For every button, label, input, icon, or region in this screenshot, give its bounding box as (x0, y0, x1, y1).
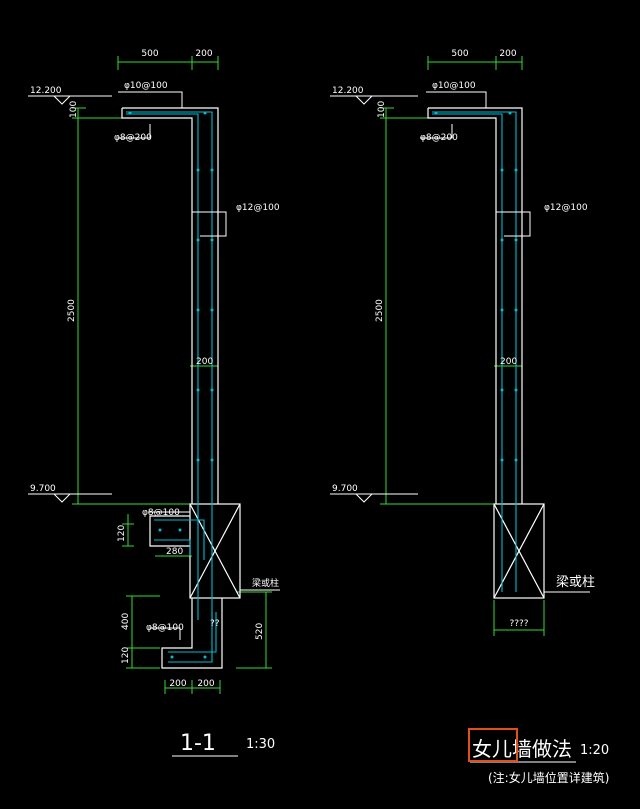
rebar-vertical-label: φ12@100 (236, 203, 280, 213)
left-concrete-outline (121, 107, 241, 669)
r-dim-100: 100 (377, 101, 387, 118)
r-dim-mid: 200 (500, 357, 517, 367)
dim-280: 280 (166, 547, 183, 557)
dim-120a: 120 (117, 525, 127, 542)
right-elevation-markers (330, 95, 418, 503)
r-rebar-vertical-label: φ12@100 (544, 203, 588, 213)
r-dim-top-b: 200 (499, 49, 516, 59)
right-rebar-dots (434, 111, 518, 462)
right-labels: 500 200 φ10@100 12.200 100 φ8@200 φ12@10… (332, 49, 595, 629)
beam-column-label: 梁或柱 (252, 577, 279, 589)
left-dimension-lines (72, 56, 272, 694)
left-rebar-dots (128, 111, 214, 659)
rebar-lower-label: φ8@100 (146, 623, 184, 633)
elevation-bottom: 9.700 (30, 484, 56, 494)
dim-bottom-b: 200 (197, 679, 214, 689)
detail-scale: 1:20 (580, 743, 609, 758)
right-concrete-outline (427, 107, 545, 599)
dim-120b: 120 (121, 647, 131, 664)
left-title-block: 1-1 1:30 (172, 731, 275, 757)
section-scale: 1:30 (246, 737, 275, 752)
dim-top-b: 200 (195, 49, 212, 59)
left-labels: 500 200 φ10@100 12.200 100 φ8@200 φ12@10… (30, 49, 280, 689)
section-1-1-drawing (28, 56, 280, 694)
dim-top-a: 500 (141, 49, 158, 59)
rebar-top-label: φ10@100 (124, 81, 168, 91)
elevation-top: 12.200 (30, 86, 62, 96)
title-highlight-box (468, 728, 518, 762)
left-elevation-markers (28, 95, 112, 503)
r-elevation-top: 12.200 (332, 86, 364, 96)
dim-100: 100 (69, 101, 79, 118)
parapet-detail-drawing (330, 56, 590, 636)
detail-title: 女儿墙做法 (472, 737, 572, 761)
r-elevation-bottom: 9.700 (332, 484, 358, 494)
dim-520: 520 (255, 623, 265, 640)
r-dim-height: 2500 (375, 299, 385, 322)
dim-mid: 200 (196, 357, 213, 367)
r-dim-bottom: ???? (509, 619, 528, 629)
section-title: 1-1 (180, 731, 216, 756)
rebar-ledge-label: φ8@100 (142, 508, 180, 518)
r-dim-top-a: 500 (451, 49, 468, 59)
right-rebar (432, 111, 517, 592)
right-title-block: 女儿墙做法 1:20 (注:女儿墙位置详建筑) (470, 737, 609, 785)
dim-height: 2500 (67, 299, 77, 322)
dim-400: 400 (121, 613, 131, 630)
rebar-horizontal-label: φ8@200 (114, 133, 152, 143)
dim-unknown: ?? (210, 619, 220, 629)
r-beam-column-label: 梁或柱 (556, 575, 595, 590)
r-rebar-horizontal-label: φ8@200 (420, 133, 458, 143)
detail-note: (注:女儿墙位置详建筑) (488, 770, 609, 785)
right-leaders (420, 91, 590, 593)
r-rebar-top-label: φ10@100 (432, 81, 476, 91)
right-dimension-lines (380, 56, 545, 636)
dim-bottom-a: 200 (169, 679, 186, 689)
left-rebar (126, 111, 217, 663)
left-leaders (118, 91, 280, 640)
